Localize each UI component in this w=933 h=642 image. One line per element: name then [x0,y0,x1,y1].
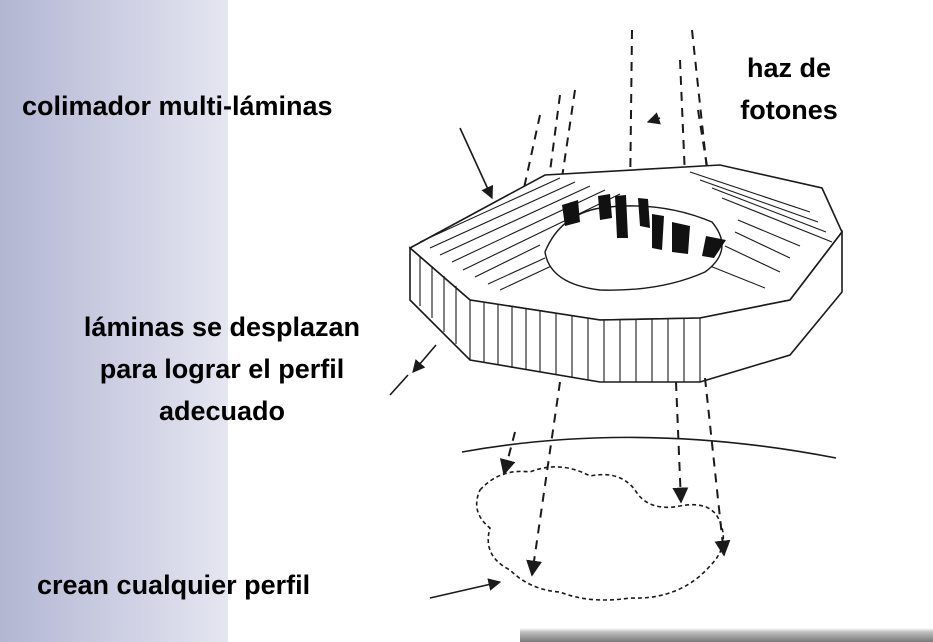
leaves-label-line1: láminas se desplazan [83,312,361,342]
shape-label: crean cualquier perfil [37,570,311,600]
leaves-label-line2: para lograr el perfil [99,354,345,384]
collimator-label: colimador multi-láminas [22,91,333,121]
photon-beam-label-line1: haz de [746,53,832,83]
target-volume-outline [475,466,725,601]
collimator-block [408,164,843,383]
photon-beam-label-line2: fotones [740,95,838,125]
corner-bar [520,628,933,642]
leader-arrows [389,112,661,599]
body-contour-line [461,436,837,459]
leaves-label-line3: adecuado [158,396,286,426]
